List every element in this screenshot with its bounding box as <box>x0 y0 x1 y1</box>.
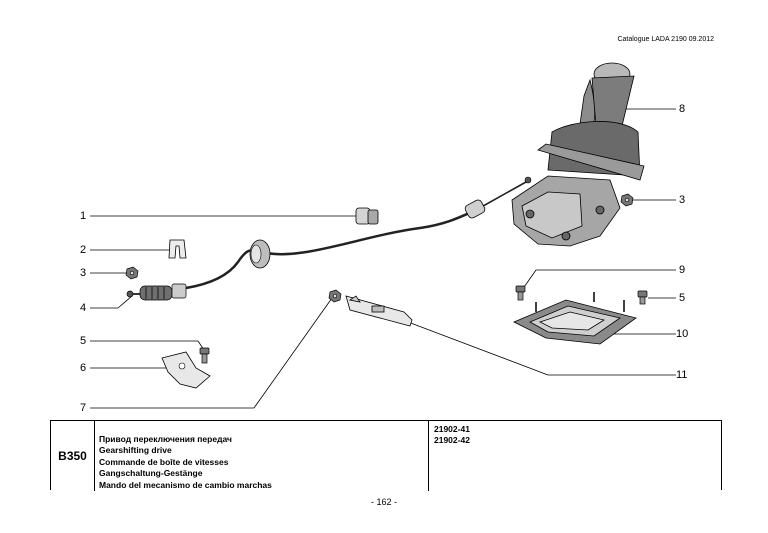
cable-end-bellows <box>126 283 187 301</box>
bracket-part-6 <box>161 351 211 389</box>
callout-9: 9 <box>679 264 686 276</box>
model-code: 21902-42 <box>434 435 470 445</box>
bolt-part-9 <box>515 285 526 301</box>
callout-10: 10 <box>676 328 689 340</box>
nut-part-7 <box>328 289 342 303</box>
callout-11: 11 <box>676 369 688 381</box>
callout-5-right: 5 <box>679 292 686 304</box>
page-number: - 162 - <box>370 497 397 507</box>
callout-3-right: 3 <box>679 194 686 206</box>
catalogue-header: Catalogue LADA 2190 09.2012 <box>617 36 714 43</box>
callout-4: 4 <box>80 302 87 314</box>
u-clip-part-2 <box>168 239 187 259</box>
shifter-housing <box>511 175 621 247</box>
title-es: Mando del mecanismo de cambio marchas <box>99 479 272 490</box>
section-description: Привод переключения передач Gearshifting… <box>95 421 429 491</box>
callout-5: 5 <box>80 335 87 347</box>
callout-8: 8 <box>679 103 686 115</box>
parts-info-table: B350 Привод переключения передач Gearshi… <box>50 420 722 491</box>
title-ru: Привод переключения передач <box>99 434 232 444</box>
callout-7: 7 <box>80 402 87 414</box>
title-en: Gearshifting drive <box>99 445 172 456</box>
callout-3: 3 <box>80 267 87 279</box>
title-fr: Commande de boîte de vitesses <box>99 456 229 467</box>
callout-2: 2 <box>80 244 87 256</box>
base-plate-part-10 <box>513 292 637 345</box>
title-de: Gangschaltung-Gestänge <box>99 468 203 479</box>
callout-1: 1 <box>80 210 87 222</box>
rod-bracket-part-11 <box>345 295 413 327</box>
shift-cable <box>185 176 532 290</box>
section-code: B350 <box>51 421 95 491</box>
gear-lever-part-8 <box>537 62 645 181</box>
bolt-part-5-right <box>637 290 648 305</box>
bolt-part-5 <box>199 347 210 364</box>
model-code: 21902-41 <box>434 424 470 434</box>
nut-part-3-right <box>620 193 634 207</box>
callout-6: 6 <box>80 362 87 374</box>
clip-part-1 <box>355 207 379 225</box>
model-codes: 21902-41 21902-42 <box>429 421 721 494</box>
nut-part-3 <box>125 266 139 280</box>
